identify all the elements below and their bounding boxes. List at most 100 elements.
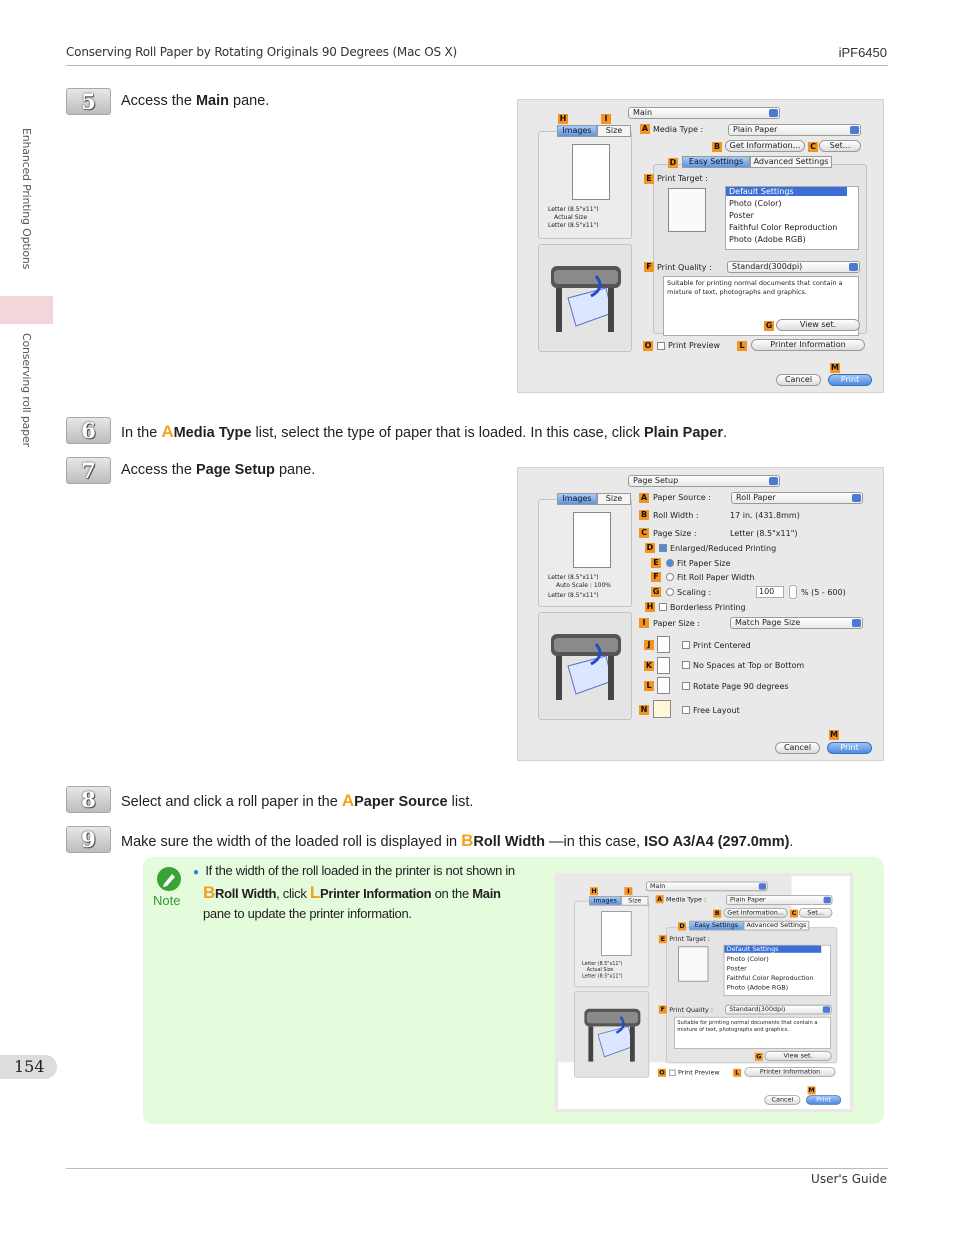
callout-b: B [712, 142, 722, 152]
tab-size[interactable]: Size [597, 125, 631, 137]
scaling-range: % (5 - 600) [801, 588, 846, 597]
view-set-button[interactable]: View set. [776, 319, 860, 331]
print-target-item[interactable]: Faithful Color Reproduction [729, 223, 838, 232]
pane-select[interactable]: Page Setup [628, 475, 780, 487]
print-quality-select[interactable]: Standard(300dpi) [725, 1004, 832, 1015]
set-button[interactable]: Set... [798, 908, 833, 918]
printer-information-button[interactable]: Printer Information [744, 1067, 836, 1077]
target-thumbnail [678, 946, 709, 982]
print-centered-icon [657, 636, 670, 653]
print-target-item[interactable]: Photo (Color) [726, 955, 769, 963]
callout-a: A [640, 124, 650, 134]
callout-g: G [764, 321, 774, 331]
step-text-part: . [789, 834, 794, 850]
media-type-label: Media Type : [666, 896, 707, 904]
fit-roll-width-radio[interactable] [666, 573, 674, 581]
media-type-select[interactable]: Plain Paper [728, 124, 861, 136]
cancel-button[interactable]: Cancel [775, 742, 820, 754]
print-target-item[interactable]: Default Settings [724, 945, 822, 953]
callout-f: F [651, 572, 661, 582]
size-line: Letter (8.5"x11") [548, 222, 599, 229]
print-target-item[interactable]: Photo (Adobe RGB) [729, 235, 806, 244]
pane-select[interactable]: Main [646, 881, 768, 892]
print-preview-label: Print Preview [678, 1068, 720, 1076]
borderless-checkbox[interactable] [659, 603, 667, 611]
fit-paper-size-radio[interactable] [666, 559, 674, 567]
no-spaces-checkbox[interactable] [682, 661, 690, 669]
callout-letter: B [203, 883, 215, 902]
scaling-stepper[interactable] [789, 585, 797, 599]
scaling-input[interactable]: 100 [756, 586, 784, 598]
free-layout-checkbox[interactable] [682, 706, 690, 714]
tab-easy-settings[interactable]: Easy Settings [689, 920, 744, 931]
callout-j: J [644, 640, 654, 650]
tab-images[interactable]: Images [557, 125, 597, 137]
print-target-item[interactable]: Photo (Adobe RGB) [726, 984, 789, 992]
size-line: Auto Scale : 100% [556, 582, 611, 589]
note-text-part: , click [276, 886, 310, 901]
view-set-button[interactable]: View set. [764, 1051, 832, 1061]
paper-size-label: Paper Size : [653, 619, 700, 628]
target-thumbnail [668, 188, 706, 232]
print-target-item[interactable]: Default Settings [726, 187, 847, 196]
print-quality-label: Print Quality : [669, 1006, 714, 1014]
tab-easy-settings[interactable]: Easy Settings [682, 156, 750, 168]
media-type-select[interactable]: Plain Paper [726, 895, 833, 905]
enlarged-checkbox[interactable] [659, 544, 667, 552]
callout-a: A [639, 493, 649, 503]
set-button[interactable]: Set... [819, 140, 861, 152]
paper-size-select[interactable]: Match Page Size [730, 617, 863, 629]
print-target-list[interactable] [725, 186, 859, 250]
rotate-checkbox[interactable] [682, 682, 690, 690]
step-bold: ISO A3/A4 (297.0mm) [644, 834, 790, 850]
print-target-item[interactable]: Faithful Color Reproduction [726, 974, 814, 982]
tab-size[interactable]: Size [597, 493, 631, 505]
cancel-button[interactable]: Cancel [776, 374, 821, 386]
size-line: Letter (8.5"x11") [548, 592, 599, 599]
print-centered-label: Print Centered [693, 641, 751, 650]
print-target-item[interactable]: Poster [726, 964, 747, 972]
print-button[interactable]: Print [827, 742, 872, 754]
header-rule [66, 65, 888, 66]
scaling-label: Scaling : [677, 588, 712, 597]
paper-source-select[interactable]: Roll Paper [731, 492, 863, 504]
printer-illustration [584, 1008, 641, 1062]
print-preview-checkbox[interactable] [657, 342, 665, 350]
note-shot-inner: Main H I Images Size Letter (8.5"x11") A… [558, 876, 842, 1105]
paper-source-label: Paper Source : [653, 493, 711, 502]
tab-advanced-settings[interactable]: Advanced Settings [750, 156, 832, 168]
sidebar-highlight [0, 296, 53, 324]
printer-information-button[interactable]: Printer Information [751, 339, 865, 351]
print-target-item[interactable]: Photo (Color) [729, 199, 782, 208]
step-number: 9 [66, 826, 111, 853]
print-target-list[interactable] [723, 944, 831, 996]
scaling-radio[interactable] [666, 588, 674, 596]
fit-roll-width-label: Fit Roll Paper Width [677, 573, 755, 582]
print-preview-checkbox[interactable] [669, 1069, 676, 1076]
step-text-part: In the [121, 425, 162, 441]
callout-e: E [658, 935, 667, 944]
get-information-button[interactable]: Get Information... [725, 140, 805, 152]
bullet-icon: ● [193, 867, 199, 878]
print-target-item[interactable]: Poster [729, 211, 754, 220]
step-bold: Main [195, 93, 229, 109]
note-line: ● If the width of the roll loaded in the… [193, 861, 515, 883]
get-information-button[interactable]: Get Information... [723, 908, 788, 918]
step-text-part: Make sure the width of the loaded roll i… [121, 834, 462, 850]
tab-images[interactable]: Images [557, 493, 597, 505]
print-button[interactable]: Print [828, 374, 872, 386]
size-line: Letter (8.5"x11") [582, 960, 623, 967]
rotate-icon [657, 677, 670, 694]
print-target-label: Print Target : [669, 935, 710, 943]
header-title: Conserving Roll Paper by Rotating Origin… [66, 45, 458, 59]
cancel-button[interactable]: Cancel [764, 1095, 801, 1105]
tab-size[interactable]: Size [621, 896, 649, 906]
tab-advanced-settings[interactable]: Advanced Settings [743, 920, 810, 931]
print-centered-checkbox[interactable] [682, 641, 690, 649]
print-button[interactable]: Print [806, 1095, 842, 1105]
pane-select[interactable]: Main [628, 107, 780, 119]
callout-letter: A [341, 791, 355, 810]
print-quality-select[interactable]: Standard(300dpi) [727, 261, 860, 273]
tab-images[interactable]: Images [589, 896, 622, 906]
callout-d: D [678, 922, 686, 931]
